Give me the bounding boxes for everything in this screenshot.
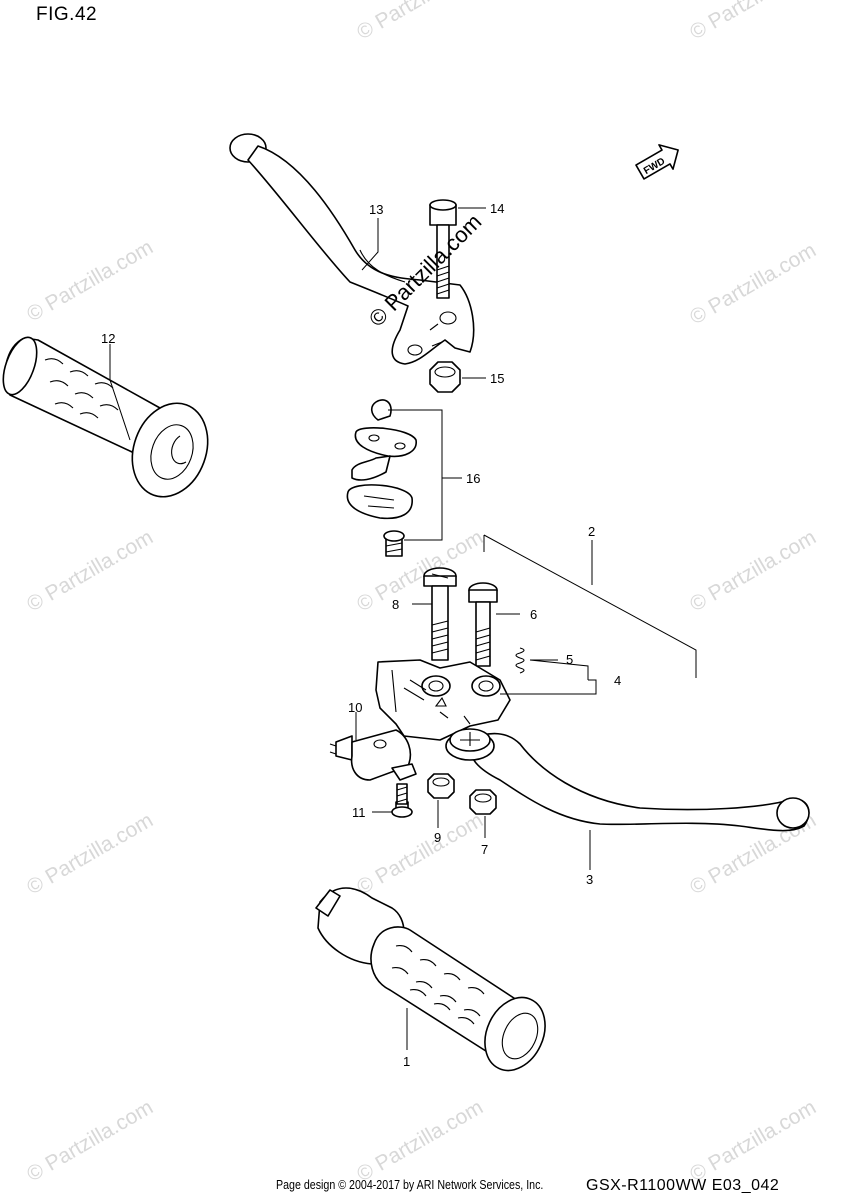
callout-9: 9 <box>434 830 441 845</box>
watermark: © Partzilla.com <box>686 1096 820 1187</box>
footer-credit: Page design © 2004-2017 by ARI Network S… <box>276 1177 544 1192</box>
pivot-nut-left <box>427 773 455 799</box>
pivot-bolt-long <box>423 567 457 661</box>
callout-2: 2 <box>588 524 595 539</box>
brake-lever <box>445 728 810 832</box>
watermark: © Partzilla.com <box>353 1096 487 1187</box>
callout-12: 12 <box>101 331 115 346</box>
pivot-bolt-short <box>468 582 498 667</box>
watermark: © Partzilla.com <box>686 0 820 44</box>
callout-14: 14 <box>490 201 504 216</box>
right-throttle-grip <box>315 887 546 1072</box>
callout-11: 11 <box>352 805 366 820</box>
callout-8: 8 <box>392 597 399 612</box>
lever-holder <box>375 659 511 741</box>
watermark: © Partzilla.com <box>353 809 487 900</box>
callout-1: 1 <box>403 1054 410 1069</box>
watermark: © Partzilla.com <box>23 236 157 327</box>
leader-lines <box>109 207 697 1050</box>
left-grip <box>2 336 209 498</box>
clutch-lever-nut <box>429 361 461 393</box>
watermark: © Partzilla.com <box>23 1096 157 1187</box>
callout-13: 13 <box>369 202 383 217</box>
watermark: © Partzilla.com <box>686 239 820 330</box>
callout-6: 6 <box>530 607 537 622</box>
callout-15: 15 <box>490 371 504 386</box>
switch-screw <box>391 783 413 818</box>
callout-10: 10 <box>348 700 362 715</box>
brake-light-switch <box>329 729 417 781</box>
fwd-arrow-icon: FWD <box>635 144 679 180</box>
watermark: © Partzilla.com <box>23 526 157 617</box>
clutch-lever <box>229 133 475 365</box>
callout-7: 7 <box>481 842 488 857</box>
pivot-nut-right <box>469 789 497 815</box>
figure-title: FIG.42 <box>36 4 98 25</box>
adjuster-spring <box>515 647 525 674</box>
callout-3: 3 <box>586 872 593 887</box>
clutch-lever-bolt <box>429 199 457 299</box>
watermark: © Partzilla.com <box>353 0 487 44</box>
callout-16: 16 <box>466 471 480 486</box>
footer-diagram-code: GSX-R1100WW E03_042 <box>586 1177 780 1194</box>
callouts: 1 2 3 4 5 6 7 8 9 10 11 12 13 14 15 16 <box>101 201 621 1069</box>
callout-4: 4 <box>614 673 621 688</box>
callout-5: 5 <box>566 652 573 667</box>
watermark: © Partzilla.com <box>686 526 820 617</box>
watermark: © Partzilla.com <box>353 526 487 617</box>
watermark: © Partzilla.com <box>23 809 157 900</box>
clutch-switch-set <box>346 399 417 557</box>
